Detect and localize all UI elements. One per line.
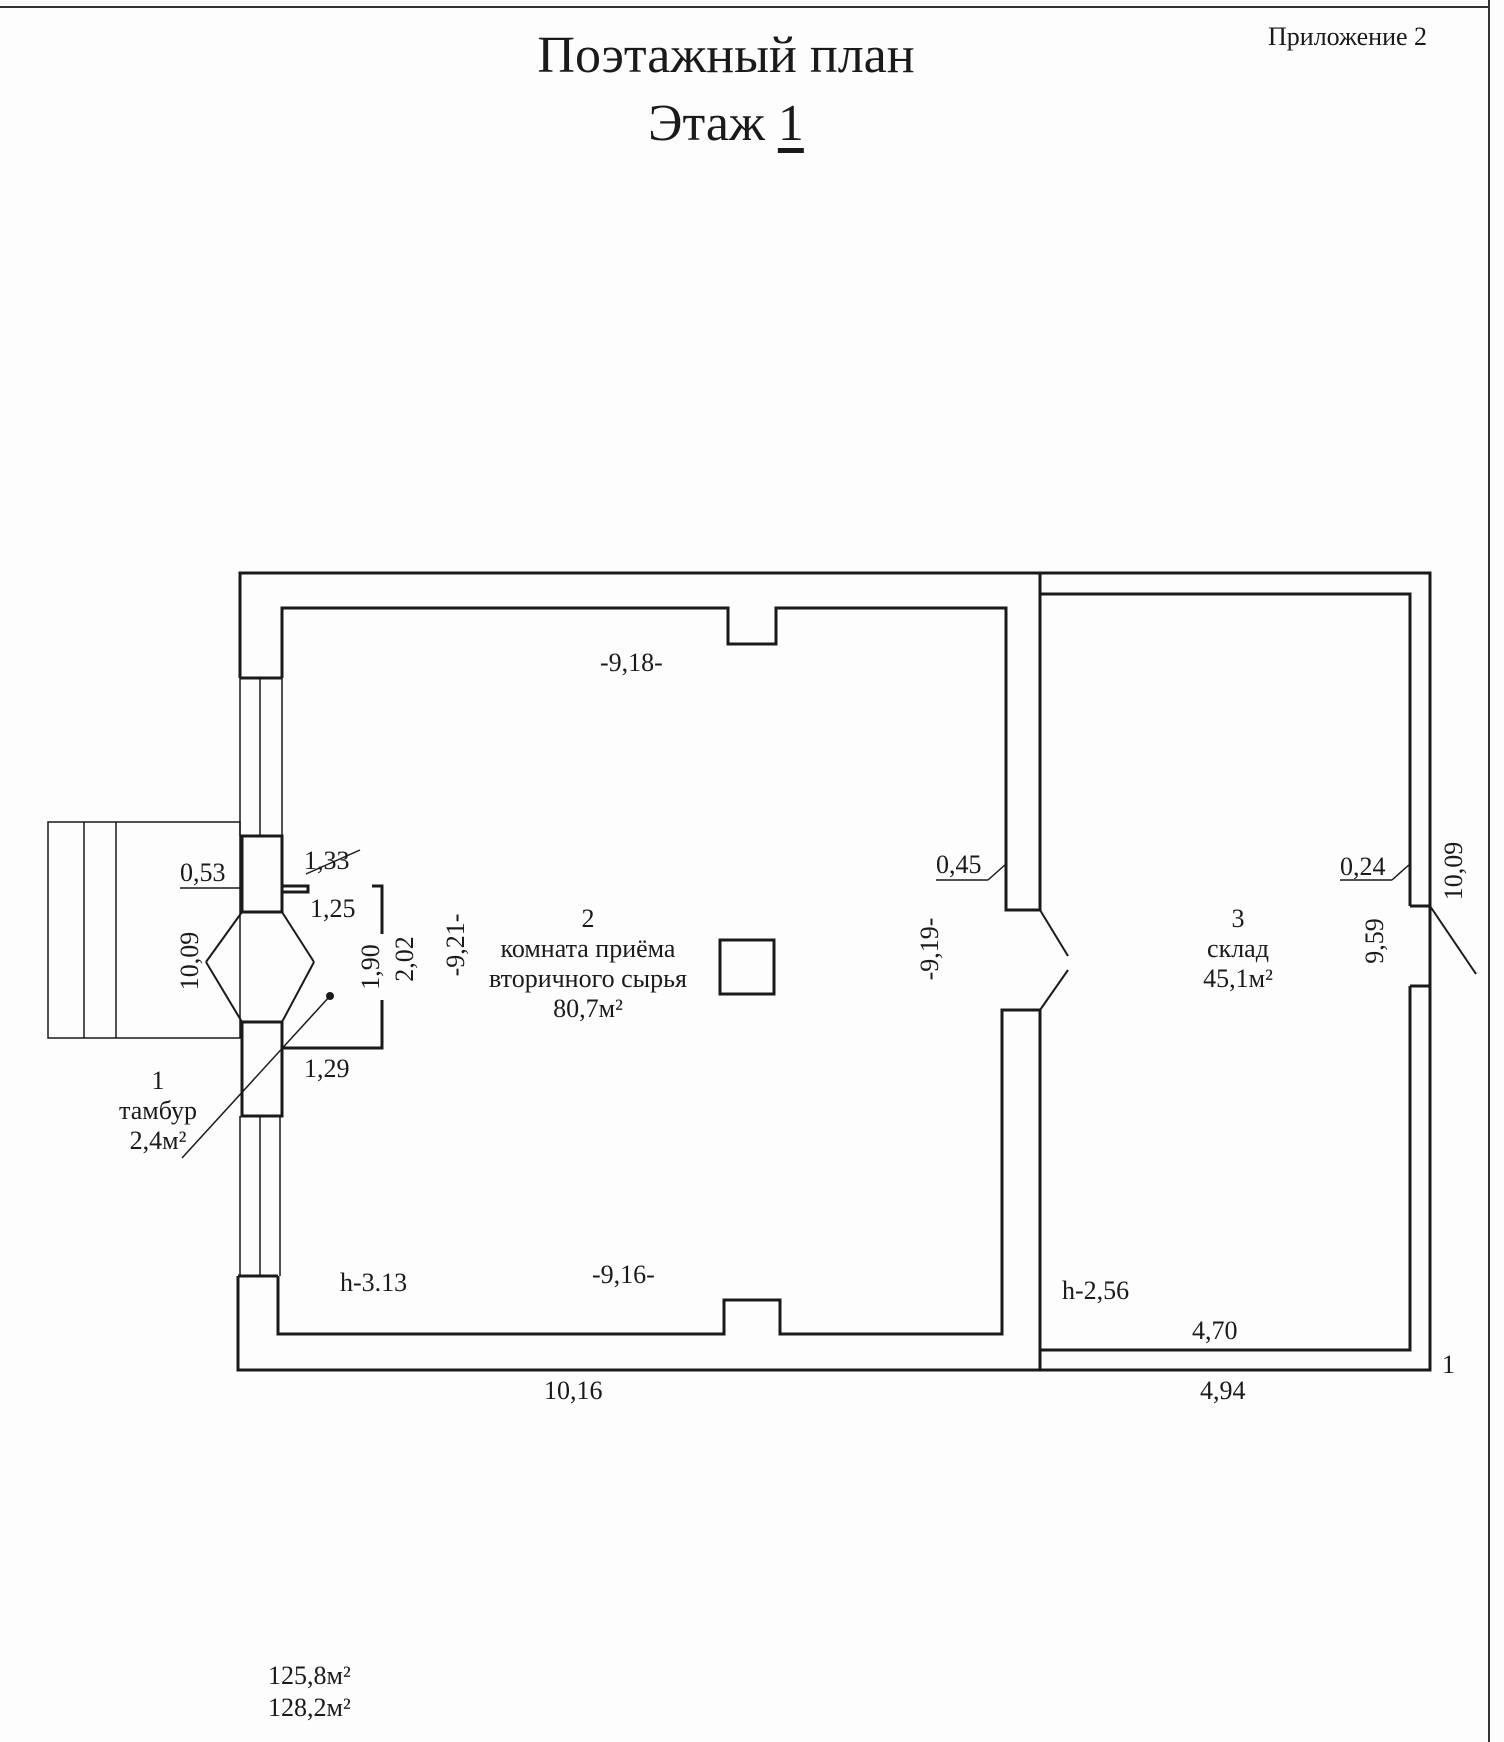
door-room2-room3 — [1039, 909, 1069, 1011]
door-room3-exterior — [1429, 905, 1477, 975]
vestibule-partitions — [282, 884, 384, 1050]
dim-outer-right: 10,09 — [1439, 841, 1468, 901]
room-1-name: тамбур — [119, 1096, 197, 1125]
dim-vestibule-bottom: 1,29 — [304, 1054, 350, 1083]
dim-outer-bottom-left: 10,16 — [544, 1376, 603, 1405]
room-1-number: 1 — [151, 1066, 165, 1095]
dim-wall-left: 0,53 — [180, 858, 226, 887]
dim-wall-right: 0,24 — [1340, 852, 1386, 881]
left-pier-lower — [240, 1020, 284, 1118]
area-total: 128,2м² — [268, 1693, 351, 1722]
vestibule-leader — [181, 995, 331, 1159]
area-totals: 125,8м² 128,2м² — [268, 1660, 351, 1724]
area-main: 125,8м² — [268, 1661, 351, 1690]
left-pier-upper — [240, 834, 284, 914]
height-room2: h-3.13 — [340, 1268, 408, 1297]
room-2-name-line1: комната приёма — [500, 934, 676, 963]
dim-outer-left: 10,09 — [175, 931, 204, 991]
room3-walls — [1040, 592, 1432, 1370]
room-2-label: 2 комната приёма вторичного сырья 80,7м² — [468, 904, 708, 1024]
room-3-name: склад — [1207, 934, 1269, 963]
room-1-label: 1 тамбур 2,4м² — [108, 1066, 208, 1156]
dim-room2-bottom: -9,16- — [592, 1260, 655, 1289]
window-upper-left — [239, 678, 283, 836]
vestibule-leader-dot — [326, 992, 334, 1000]
column — [718, 938, 776, 996]
room-3-number: 3 — [1231, 904, 1245, 933]
room-3-label: 3 склад 45,1м² — [1178, 904, 1298, 994]
height-room3: h-2,56 — [1062, 1276, 1130, 1305]
window-lower-left — [239, 1116, 281, 1276]
dim-vestibule-height: 2,02 — [390, 936, 419, 982]
dim-room3-right-inner: 9,59 — [1360, 918, 1389, 964]
floor-number: 1 — [777, 95, 804, 152]
appendix-label: Приложение 2 — [1268, 22, 1428, 51]
dim-room2-top: -9,18- — [600, 648, 663, 677]
dim-outer-bottom-right: 4,94 — [1200, 1376, 1246, 1405]
vestibule-doors — [205, 911, 315, 1023]
dim-room2-right: -9,19- — [915, 917, 944, 981]
room-1-area: 2,4м² — [129, 1126, 187, 1155]
dim-wall-middle: 0,45 — [936, 850, 982, 879]
dim-room3-bottom: 4,70 — [1192, 1316, 1238, 1345]
dim-vestibule-inner-top: 1,25 — [310, 894, 356, 923]
room-2-number: 2 — [581, 904, 595, 933]
room-3-area: 45,1м² — [1203, 964, 1273, 993]
room-2-area: 80,7м² — [553, 994, 623, 1023]
corner-mark: 1 — [1442, 1350, 1455, 1379]
dim-vestibule-top: 1,33 — [304, 846, 350, 875]
room-2-name-line2: вторичного сырья — [489, 964, 687, 993]
floor-title: Этаж 1 — [0, 94, 1452, 153]
page-border-right — [1488, 0, 1490, 1742]
page-title: Поэтажный план — [537, 27, 915, 84]
floor-prefix: Этаж — [648, 95, 765, 152]
left-wall-upper — [238, 571, 1042, 912]
page-border-top — [0, 6, 1490, 8]
dim-room2-left: -9,21- — [441, 913, 470, 977]
dimension-ticks — [180, 849, 1411, 889]
entrance-steps — [47, 821, 241, 1039]
dim-vestibule-height-inner: 1,90 — [356, 944, 385, 990]
